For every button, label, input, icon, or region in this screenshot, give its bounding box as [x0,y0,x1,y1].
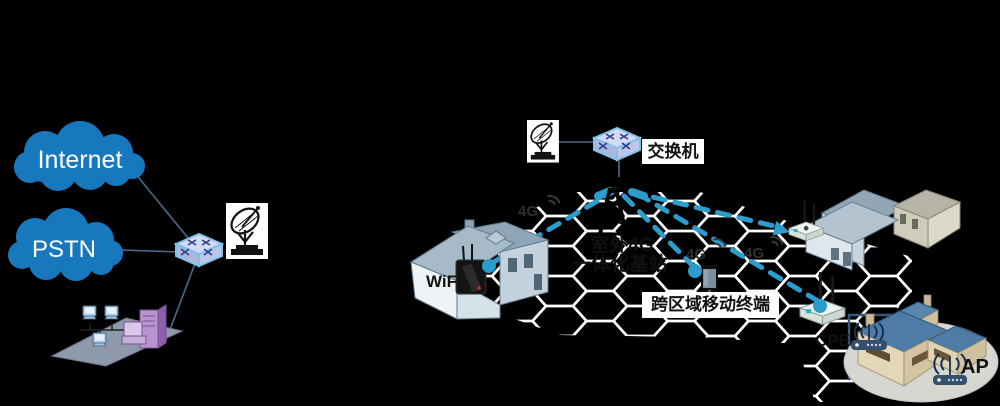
wifi-label: WiFi [426,272,462,291]
signal-4g-label: 4G [744,245,765,262]
switch-icon [175,233,223,267]
ap-label: AP [961,356,989,378]
left-links [120,171,197,341]
cpe-label: CPE [815,331,850,350]
pstn-cloud-icon [8,208,123,281]
server-icon [121,304,167,349]
roaming-terminal-label: 跨区域移动终端 [642,292,779,318]
pstn-label: PSTN [31,236,96,263]
signal-waves-icon [547,195,784,249]
switch-label: 交换机 [642,139,704,164]
satellite-dish-icon [526,119,560,164]
signal-4g-label: 4G [518,203,539,220]
signal-4g-label: 4G [686,246,707,263]
link-endpoint-dots [482,259,827,313]
internet-label: Internet [37,146,123,174]
lan-workstations-icon [50,304,184,367]
ap-device-icon [933,353,967,385]
houses-top-right [804,189,962,271]
base-station-label-line1: 室外4G [590,235,654,256]
ap-device-icon [851,322,887,350]
internet-cloud-icon [14,121,145,191]
wifi-router-icon [455,244,487,295]
switch-icon [593,127,641,161]
smartphone-icon [701,265,718,294]
arrowhead-to-cpe [772,221,790,236]
base-station-label-line2: 一体化基站 [572,254,668,275]
satellite-dish-icon [224,201,270,261]
wifi-house-icon [409,219,550,320]
cell-tower-icon [596,174,630,236]
